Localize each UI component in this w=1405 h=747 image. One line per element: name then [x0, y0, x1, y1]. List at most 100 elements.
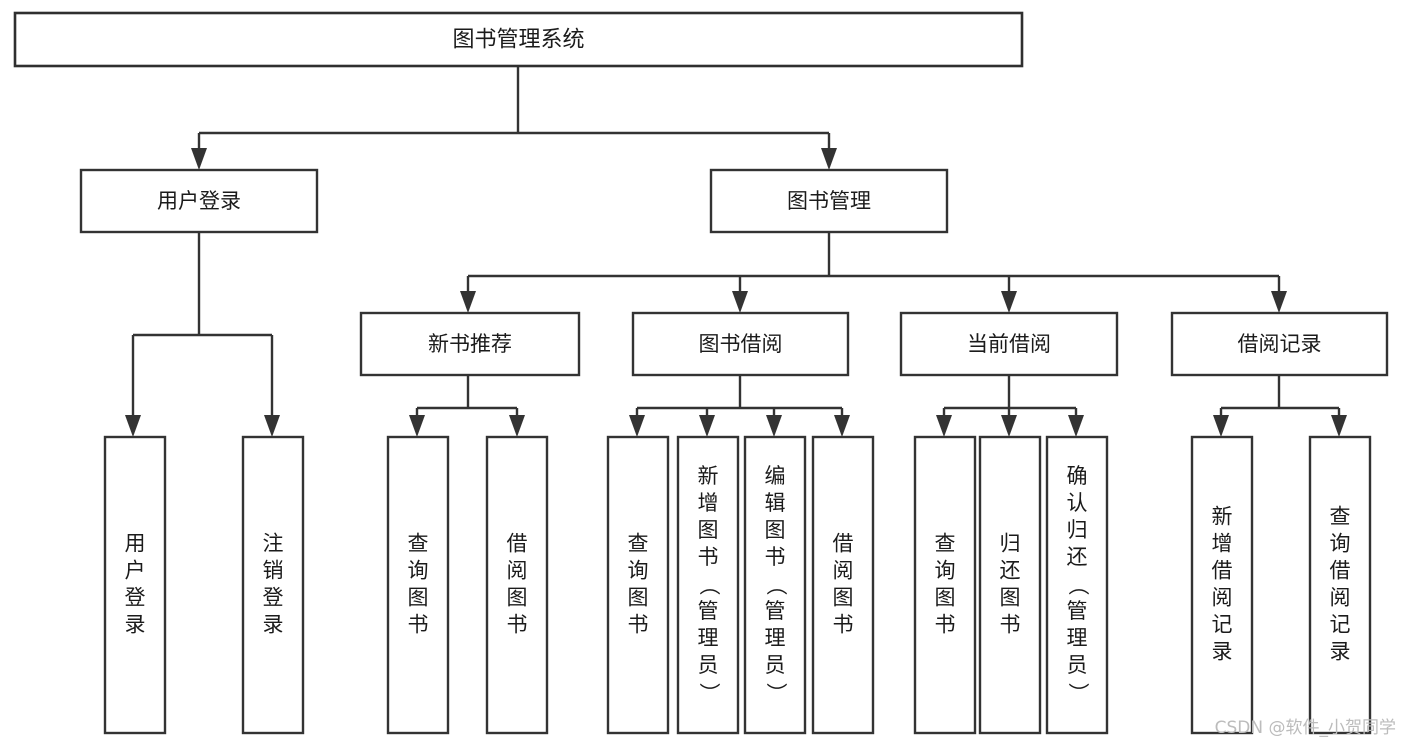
- svg-text:图: 图: [408, 586, 429, 610]
- connector-conn-user-login: [125, 232, 280, 437]
- svg-text:登: 登: [125, 586, 146, 610]
- svg-text:借: 借: [1212, 559, 1233, 583]
- svg-text:图: 图: [628, 586, 649, 610]
- svg-text:新: 新: [698, 464, 719, 488]
- svg-text:）: ）: [1066, 683, 1090, 704]
- connector-conn-current-borrow: [936, 375, 1084, 437]
- svg-text:管: 管: [1067, 599, 1088, 623]
- connector-conn-borrow-record: [1213, 375, 1347, 437]
- svg-text:理: 理: [698, 626, 719, 650]
- svg-text:查: 查: [1330, 505, 1351, 529]
- svg-text:增: 增: [1212, 532, 1233, 556]
- svg-text:增: 增: [698, 491, 719, 515]
- node-label: 用户登录: [157, 189, 241, 213]
- node-layer: 图书管理系统用户登录图书管理新书推荐图书借阅当前借阅借阅记录用户登录注销登录查询…: [13, 11, 1389, 735]
- svg-text:询: 询: [1330, 532, 1351, 556]
- svg-text:录: 录: [1212, 640, 1233, 664]
- node-label: 用户登录: [125, 532, 146, 637]
- svg-text:登: 登: [263, 586, 284, 610]
- svg-text:阅: 阅: [507, 559, 528, 583]
- connector-conn-book-management: [460, 232, 1287, 313]
- svg-text:图: 图: [1000, 586, 1021, 610]
- svg-text:书: 书: [1000, 613, 1021, 637]
- svg-text:阅: 阅: [833, 559, 854, 583]
- svg-text:阅: 阅: [1330, 586, 1351, 610]
- svg-text:（: （: [764, 575, 788, 596]
- svg-text:询: 询: [408, 559, 429, 583]
- svg-text:图: 图: [507, 586, 528, 610]
- svg-text:录: 录: [1330, 640, 1351, 664]
- watermark-layer: CSDN @软件_小贺同学: [1215, 718, 1396, 738]
- svg-text:查: 查: [628, 532, 649, 556]
- node-current-borrow[interactable]: 当前借阅: [899, 311, 1119, 377]
- svg-text:书: 书: [833, 613, 854, 637]
- node-label: 图书管理: [787, 189, 871, 213]
- svg-text:借: 借: [833, 532, 854, 556]
- svg-text:图: 图: [765, 518, 786, 542]
- node-borrow-record[interactable]: 借阅记录: [1170, 311, 1389, 377]
- svg-text:归: 归: [1067, 518, 1088, 542]
- svg-text:户: 户: [125, 559, 146, 583]
- svg-text:理: 理: [1067, 626, 1088, 650]
- svg-text:询: 询: [935, 559, 956, 583]
- connector-conn-root: [191, 66, 837, 170]
- svg-text:管: 管: [765, 599, 786, 623]
- svg-text:员: 员: [698, 653, 719, 677]
- node-user-login[interactable]: 用户登录: [79, 168, 319, 234]
- node-book-borrow[interactable]: 图书借阅: [631, 311, 850, 377]
- node-label: 图书管理系统: [452, 28, 584, 53]
- svg-text:图: 图: [698, 518, 719, 542]
- connector-conn-book-borrow: [629, 375, 850, 437]
- svg-text:编: 编: [765, 464, 786, 488]
- svg-text:记: 记: [1330, 613, 1351, 637]
- svg-text:员: 员: [765, 653, 786, 677]
- svg-text:新: 新: [1212, 505, 1233, 529]
- svg-text:员: 员: [1067, 653, 1088, 677]
- svg-text:确: 确: [1067, 464, 1088, 488]
- svg-text:阅: 阅: [1212, 586, 1233, 610]
- svg-text:图: 图: [935, 586, 956, 610]
- node-root[interactable]: 图书管理系统: [13, 11, 1024, 68]
- connector-conn-new-book-recommend: [409, 375, 525, 437]
- svg-text:录: 录: [125, 613, 146, 637]
- svg-text:书: 书: [408, 613, 429, 637]
- node-label: 借阅记录: [1238, 332, 1322, 356]
- svg-text:理: 理: [765, 626, 786, 650]
- svg-text:借: 借: [1330, 559, 1351, 583]
- svg-text:借: 借: [507, 532, 528, 556]
- node-label: 新书推荐: [428, 332, 512, 356]
- node-book-management[interactable]: 图书管理: [709, 168, 949, 234]
- node-new-book-recommend[interactable]: 新书推荐: [359, 311, 581, 377]
- svg-text:还: 还: [1000, 559, 1021, 583]
- svg-text:）: ）: [697, 683, 721, 704]
- node-leaf-user-login[interactable]: 用户登录: [103, 435, 167, 735]
- svg-text:记: 记: [1212, 613, 1233, 637]
- svg-text:认: 认: [1067, 491, 1088, 515]
- svg-text:还: 还: [1067, 545, 1088, 569]
- svg-text:（: （: [1066, 575, 1090, 596]
- svg-text:用: 用: [125, 532, 146, 556]
- svg-text:辑: 辑: [765, 491, 786, 515]
- node-label: 图书借阅: [699, 332, 783, 356]
